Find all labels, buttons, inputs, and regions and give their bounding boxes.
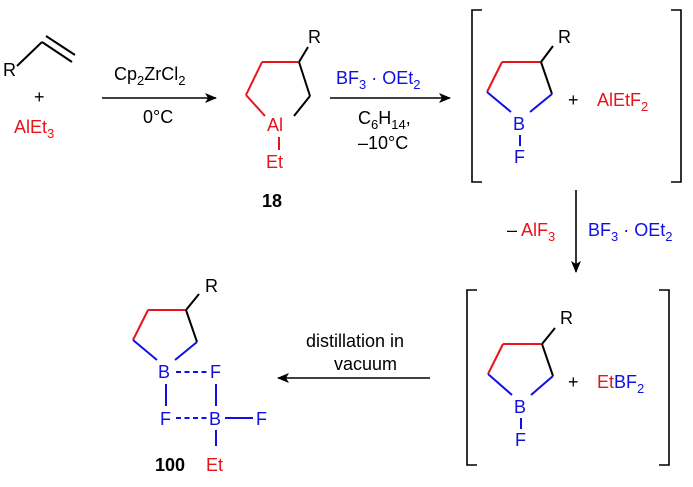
alkene-skeleton (16, 35, 76, 67)
bracket-right-2 (659, 289, 670, 466)
cpd100-fluorine-1: F (210, 362, 221, 382)
step1-temperature: 0°C (143, 107, 173, 127)
starting-materials: R + AlEt3 (3, 35, 76, 141)
cpd100-r-label: R (205, 276, 218, 296)
step2-solvent: C6H14, (358, 108, 411, 132)
plus-sign-1: + (34, 87, 45, 107)
inter2-byproduct: EtBF2 (597, 372, 644, 396)
inter1-fluorine-atom: F (514, 147, 525, 167)
step4-line1: distillation in (306, 331, 404, 351)
step1-catalyst: Cp2ZrCl2 (114, 64, 185, 88)
step4-line2: vacuum (334, 354, 397, 374)
step2-conditions: BF3 · OEt2 C6H14, –10°C (330, 68, 451, 153)
step3-byproduct: – AlF3 (507, 220, 555, 244)
step2-temperature: –10°C (358, 133, 408, 153)
cpd18-al-atom: Al (267, 115, 283, 135)
cpd100-fluorine-2: F (160, 409, 171, 429)
inter2-r-label: R (560, 308, 573, 328)
cpd100-boron-2: B (209, 409, 221, 429)
inter2-boron-atom: B (514, 397, 526, 417)
cpd100-ethyl: Et (206, 455, 223, 475)
intermediate-1: R B F + AlEtF2 (471, 9, 682, 183)
plus-sign-3: + (568, 372, 579, 392)
compound-100-label: 100 (155, 455, 185, 475)
inter2-fluorine-atom: F (515, 430, 526, 450)
inter1-boron-atom: B (513, 114, 525, 134)
plus-sign-2: + (568, 90, 579, 110)
step4-conditions: distillation in vacuum (277, 331, 430, 383)
inter1-r-label: R (558, 27, 571, 47)
bracket-left-1 (471, 9, 482, 183)
step3-reagent: BF3 · OEt2 (588, 220, 673, 244)
cpd100-boron-1: B (158, 362, 170, 382)
bracket-left-2 (466, 289, 477, 466)
intermediate-2: R B F + EtBF2 (466, 289, 670, 466)
step2-reagent: BF3 · OEt2 (336, 68, 421, 92)
step1-conditions: Cp2ZrCl2 0°C (102, 64, 217, 127)
cpd100-fluorine-3: F (256, 409, 267, 429)
triethylaluminum: AlEt3 (14, 117, 54, 141)
alkene-r-label: R (3, 60, 16, 80)
compound-18: R Al Et 18 (245, 27, 321, 211)
bracket-right-1 (671, 9, 682, 183)
step3-conditions: – AlF3 BF3 · OEt2 (507, 190, 673, 273)
compound-18-label: 18 (262, 191, 282, 211)
cpd18-r-label: R (308, 27, 321, 47)
compound-100: R B F F B F Et 100 (132, 276, 267, 475)
inter1-byproduct: AlEtF2 (597, 90, 648, 114)
cpd18-ethyl: Et (266, 152, 283, 172)
